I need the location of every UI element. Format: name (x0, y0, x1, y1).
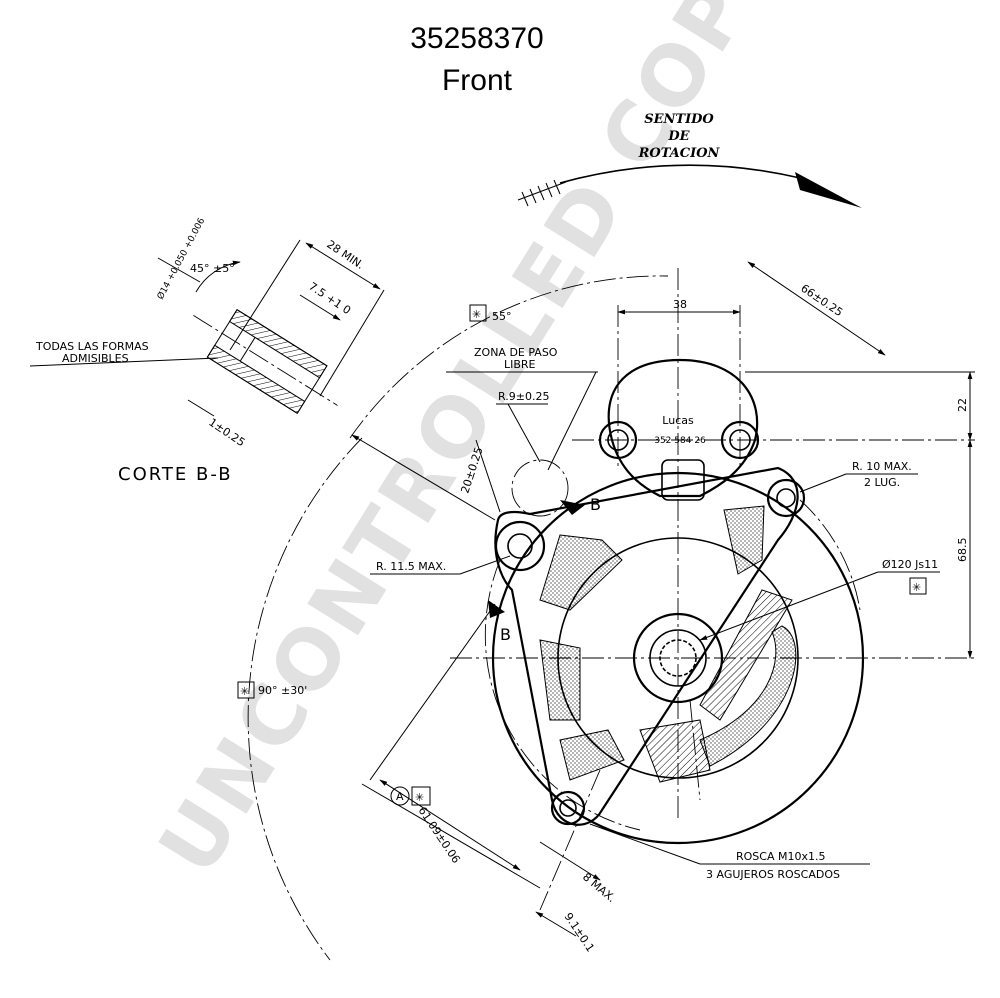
section-b-b-detail: 28 MIN. 7.5 +1 0 45° ±5° Ø14 +0.050 +0.0… (29, 216, 385, 485)
rotation-indicator: SENTIDO DE ROTACION (517, 112, 862, 208)
section-chamfer-label: 1±0.25 (206, 416, 247, 450)
mounting-hole-right (766, 478, 806, 518)
solenoid-lobe (607, 358, 759, 498)
mounting-flange (494, 466, 799, 826)
symbol-box-bore-icon: ✳ (912, 581, 921, 594)
outer-construction-arc (349, 275, 669, 439)
section-title: CORTE B-B (118, 464, 233, 485)
section-mark-top: B (590, 495, 601, 514)
brand-label: Lucas (662, 414, 694, 427)
hatched-wedge (639, 719, 711, 783)
part-number-title: 35258370 (410, 22, 543, 55)
view-title: Front (442, 64, 513, 97)
angle-55-label: 55° (492, 310, 512, 323)
pinion-gear-icon (659, 639, 697, 677)
r10-label-line1: R. 10 MAX. (852, 460, 912, 473)
section-hatched-wall-top (228, 308, 328, 379)
symbol-box-datum-icon: ✳ (415, 791, 424, 804)
rotation-label-line2: DE (667, 129, 690, 144)
hatched-side-band (699, 589, 793, 721)
radius-09-label: R.9±0.25 (498, 390, 549, 403)
dim-8-label: 8 MAX. (580, 870, 618, 905)
thread-label-line1: ROSCA M10x1.5 (736, 850, 825, 863)
forms-label-line2: ADMISIBLES (62, 352, 129, 365)
datum-a-label: A (396, 790, 404, 803)
dotted-pole-left (539, 534, 623, 611)
outer-construction-arc-lower (247, 437, 363, 961)
mid-construction-arc (484, 559, 641, 831)
thread-label-line2: 3 AGUJEROS ROSCADOS (706, 868, 840, 881)
section-arrow-bottom-icon (488, 600, 505, 618)
dotted-arc-slot (699, 625, 797, 767)
bore-label: Ø120 Js11 (882, 558, 938, 571)
symbol-box-bore (909, 577, 927, 595)
rotation-arrowhead-icon (795, 172, 862, 208)
starter-front-housing (491, 358, 865, 845)
rotation-label-line3: ROTACION (638, 146, 721, 161)
dotted-pole-right (723, 505, 765, 575)
section-hatched-wall-bottom (206, 344, 306, 414)
dim-38-label: 38 (673, 298, 687, 311)
symbol-box-90-icon: ✳ (240, 685, 249, 698)
symbol-box-90 (237, 681, 255, 699)
mounting-hole-left (494, 520, 546, 572)
rotation-label-line1: SENTIDO (644, 112, 714, 127)
dim-61-label: 61.09±0.06 (416, 804, 463, 865)
datum-a-circle (390, 786, 410, 806)
section-diameter-label: Ø14 +0.050 +0.006 (155, 216, 208, 302)
right-construction-arc (799, 499, 861, 611)
pinion-housing (632, 612, 724, 704)
free-passage-zone (511, 459, 569, 517)
r10-label-line2: 2 LUG. (864, 476, 900, 489)
drive-end-circle (491, 471, 865, 845)
dotted-pole-bottom (559, 729, 625, 781)
dim-68-label: 68.5 (956, 538, 969, 563)
dim-9-label: 9.1±0.1 (562, 910, 598, 954)
angle-90-label: 90° ±30' (258, 684, 307, 697)
section-length-label: 28 MIN. (324, 238, 366, 272)
symbol-box-datum (411, 786, 431, 806)
dotted-pole-lower (539, 639, 581, 721)
zona-label-line1: ZONA DE PASO (474, 346, 558, 359)
zona-label-line2: LIBRE (504, 358, 536, 371)
section-arrow-top-icon (560, 500, 585, 515)
product-code-label: 352 584 26 (654, 436, 706, 446)
section-mark-bottom: B (500, 625, 511, 644)
symbol-box-55-icon: ✳ (472, 308, 481, 321)
rotation-feather-icon (517, 179, 567, 207)
symbol-box-55 (469, 304, 487, 322)
forms-label-line1: TODAS LAS FORMAS (35, 340, 149, 353)
section-depth-label: 7.5 +1 0 (306, 280, 353, 317)
r115-label: R. 11.5 MAX. (376, 560, 446, 573)
section-angle-label: 45° ±5° (190, 262, 235, 275)
dim-22-label: 22 (956, 398, 969, 412)
rotation-arc (559, 164, 801, 184)
